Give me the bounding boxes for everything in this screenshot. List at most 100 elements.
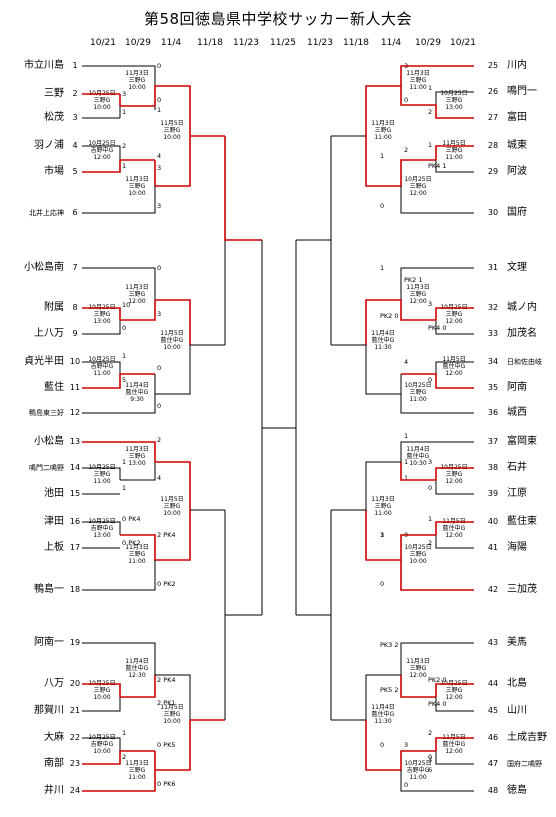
bracket-line [82, 441, 156, 462]
team-number: 27 [487, 113, 499, 122]
match-score: 2 [122, 753, 127, 761]
team-name: 那賀川 [34, 705, 64, 716]
team-name: 鴨島東三好 [29, 409, 64, 417]
team-number: 29 [487, 167, 499, 176]
team-name: 富岡東 [507, 436, 537, 447]
match-score: 0 PK4 [122, 515, 141, 523]
team-number: 24 [69, 786, 81, 795]
team-name: 土成吉野 [507, 732, 547, 743]
team-number: 47 [487, 759, 499, 768]
team-name: 小松島南 [24, 262, 64, 273]
team-name: 津田 [44, 516, 64, 527]
team-number: 15 [69, 489, 81, 498]
bracket-line [82, 267, 156, 300]
team-name: 阿南 [507, 382, 527, 393]
match-score: 1 [122, 352, 127, 360]
bracket-line [365, 299, 436, 345]
match-score: 1 [380, 531, 385, 539]
round-date: 10/29 [125, 38, 151, 48]
team-name: 城ノ内 [507, 302, 537, 313]
team-name: 南部 [44, 758, 64, 769]
bracket-line [435, 535, 474, 549]
team-number: 48 [487, 786, 499, 795]
match-score: 1 [122, 458, 127, 466]
match-score: 1 [122, 729, 127, 737]
match-score: 3 [157, 164, 162, 172]
bracket-line [435, 467, 474, 480]
match-score: 0 PK5 [157, 741, 176, 749]
team-name: 阿南一 [34, 637, 64, 648]
team-name: 池田 [44, 488, 64, 499]
bracket-line [224, 136, 262, 241]
team-name: 加茂名 [507, 328, 537, 339]
bracket-line [435, 521, 474, 535]
bracket-line [365, 461, 401, 510]
team-name: 美馬 [507, 637, 527, 648]
team-number: 6 [72, 208, 78, 217]
team-number: 28 [487, 141, 499, 150]
match-score: 3 [428, 756, 433, 764]
match-score: PK2 0 [428, 676, 447, 684]
team-number: 34 [487, 357, 499, 366]
match-score: 0 PK2 [122, 539, 141, 547]
bracket-line [82, 737, 121, 751]
bracket-line [435, 160, 474, 173]
match-score: 1 [428, 84, 433, 92]
team-number: 22 [69, 733, 81, 742]
bracket-line [82, 697, 121, 712]
match-score: 0 [404, 781, 409, 789]
round-date: 11/4 [380, 38, 402, 48]
team-number: 25 [487, 61, 499, 70]
bracket-line [82, 159, 155, 173]
match-score: 0 [157, 62, 162, 70]
bracket-line [400, 642, 474, 675]
team-name: 城東 [507, 140, 527, 151]
team-number: 42 [487, 585, 499, 594]
team-number: 4 [72, 141, 78, 150]
bracket-line [435, 361, 474, 374]
bracket-line [120, 462, 156, 481]
team-number: 3 [72, 113, 78, 122]
team-name: 徳島 [507, 785, 527, 796]
round-date: 10/29 [415, 38, 441, 48]
team-number: 31 [487, 263, 499, 272]
team-name: 国府二鳴野 [507, 760, 542, 768]
match-score: 1 [122, 162, 127, 170]
match-score: 3 [157, 310, 162, 318]
match-score: 3 [122, 90, 127, 98]
bracket-line [82, 320, 121, 335]
round-date: 11/18 [343, 38, 369, 48]
team-number: 12 [69, 408, 81, 417]
match-score: 0 [157, 402, 162, 410]
match-score: PK2 0 [380, 312, 399, 320]
team-name: 井川 [44, 785, 64, 796]
bracket-line [435, 480, 474, 495]
team-number: 8 [72, 303, 78, 312]
team-name: 藍住 [44, 382, 64, 393]
match-score: 2 [404, 146, 409, 154]
team-name: 日和佐由岐 [507, 358, 542, 366]
match-score: 1 [157, 106, 162, 114]
match-score: 0 [404, 96, 409, 104]
team-number: 46 [487, 733, 499, 742]
bracket-line [400, 560, 474, 591]
team-number: 19 [69, 638, 81, 647]
match-score: 0 [428, 484, 433, 492]
team-number: 20 [69, 679, 81, 688]
bracket-line [155, 299, 191, 345]
match-score: 0 [380, 202, 385, 210]
team-number: 10 [69, 357, 81, 366]
match-score: 4 [157, 152, 162, 160]
bracket-line [400, 267, 474, 300]
bracket-line [435, 307, 474, 320]
match-score: 2 PK1 [157, 699, 176, 707]
team-name: 川内 [507, 60, 527, 71]
